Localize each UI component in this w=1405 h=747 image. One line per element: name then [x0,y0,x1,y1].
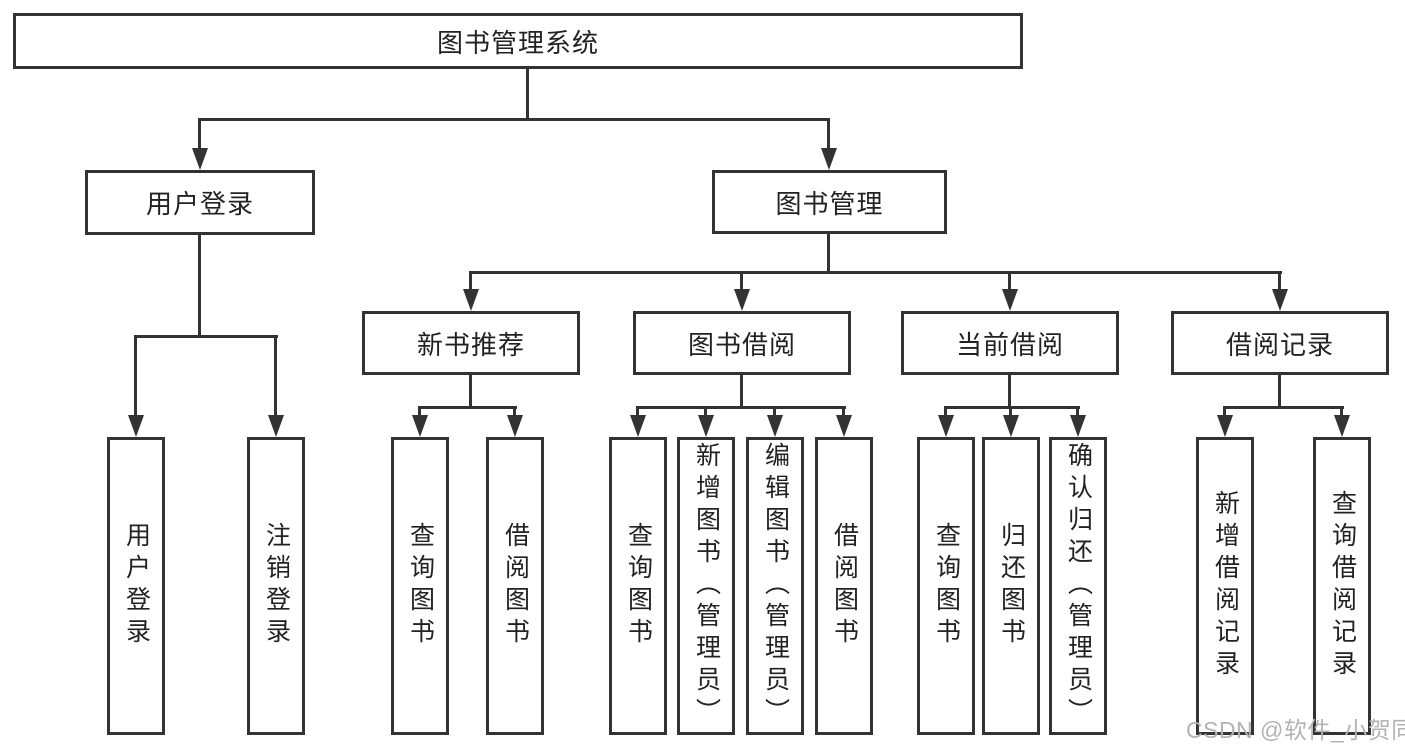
connector-line [1340,406,1343,415]
csdn-watermark: CSDN @软件_小贺同学 [1186,717,1405,743]
connector-line [1009,406,1012,415]
connector-line [1223,406,1344,409]
connector-line [418,406,421,415]
connector-line [469,271,472,289]
connector-line [198,118,830,121]
node-system-root: 图书管理系统 [13,13,1023,69]
connector-line [418,406,517,409]
arrow-down-icon [1070,415,1086,437]
connector-line [1278,271,1281,289]
node-book-borrow: 图书借阅 [633,311,851,375]
arrow-down-icon [821,148,837,170]
arrow-down-icon [836,415,852,437]
leaf-logout: 注销登录 [247,437,305,735]
arrow-down-icon [630,415,646,437]
connector-line [1008,375,1011,406]
arrow-down-icon [1272,289,1288,311]
arrow-down-icon [507,415,523,437]
connector-line [944,406,1080,409]
connector-line [827,234,830,271]
arrow-down-icon [698,415,714,437]
arrow-down-icon [463,289,479,311]
leaf-borrow-books-2: 借阅图书 [815,437,873,735]
arrow-down-icon [1217,415,1233,437]
connector-line [198,118,201,148]
connector-line [1076,406,1079,415]
arrow-down-icon [734,289,750,311]
connector-line [469,271,1282,274]
leaf-edit-book-admin: 编辑图书（管理员） [746,437,804,735]
connector-line [1008,271,1011,289]
connector-line [773,406,776,415]
arrow-down-icon [767,415,783,437]
arrow-down-icon [1334,415,1350,437]
connector-line [513,406,516,415]
node-user-login: 用户登录 [85,170,315,235]
connector-line [636,406,639,415]
arrow-down-icon [412,415,428,437]
arrow-down-icon [1002,289,1018,311]
node-new-book-recommend: 新书推荐 [362,311,580,375]
connector-line [526,69,529,118]
connector-line [1278,375,1281,406]
connector-line [274,335,277,415]
connector-line [134,335,278,338]
connector-line [740,375,743,406]
connector-line [740,271,743,289]
connector-line [842,406,845,415]
connector-line [704,406,707,415]
connector-line [1223,406,1226,415]
connector-line [636,406,846,409]
leaf-query-books-3: 查询图书 [917,437,975,735]
leaf-query-books-1: 查询图书 [391,437,449,735]
arrow-down-icon [1003,415,1019,437]
arrow-down-icon [938,415,954,437]
connector-line [944,406,947,415]
node-current-borrow: 当前借阅 [901,311,1119,375]
leaf-return-book: 归还图书 [982,437,1040,735]
leaf-user-login: 用户登录 [107,437,165,735]
connector-line [134,335,137,415]
leaf-borrow-books-1: 借阅图书 [486,437,544,735]
leaf-query-books-2: 查询图书 [609,437,667,735]
arrow-down-icon [192,148,208,170]
leaf-add-borrow-record: 新增借阅记录 [1196,437,1254,735]
node-book-management: 图书管理 [712,170,947,234]
leaf-confirm-return-admin: 确认归还（管理员） [1049,437,1107,735]
connector-line [198,235,201,335]
arrow-down-icon [128,415,144,437]
connector-line [827,118,830,148]
leaf-query-borrow-record: 查询借阅记录 [1313,437,1371,735]
connector-line [469,375,472,406]
leaf-add-book-admin: 新增图书（管理员） [677,437,735,735]
node-borrow-records: 借阅记录 [1171,311,1389,375]
arrow-down-icon [268,415,284,437]
